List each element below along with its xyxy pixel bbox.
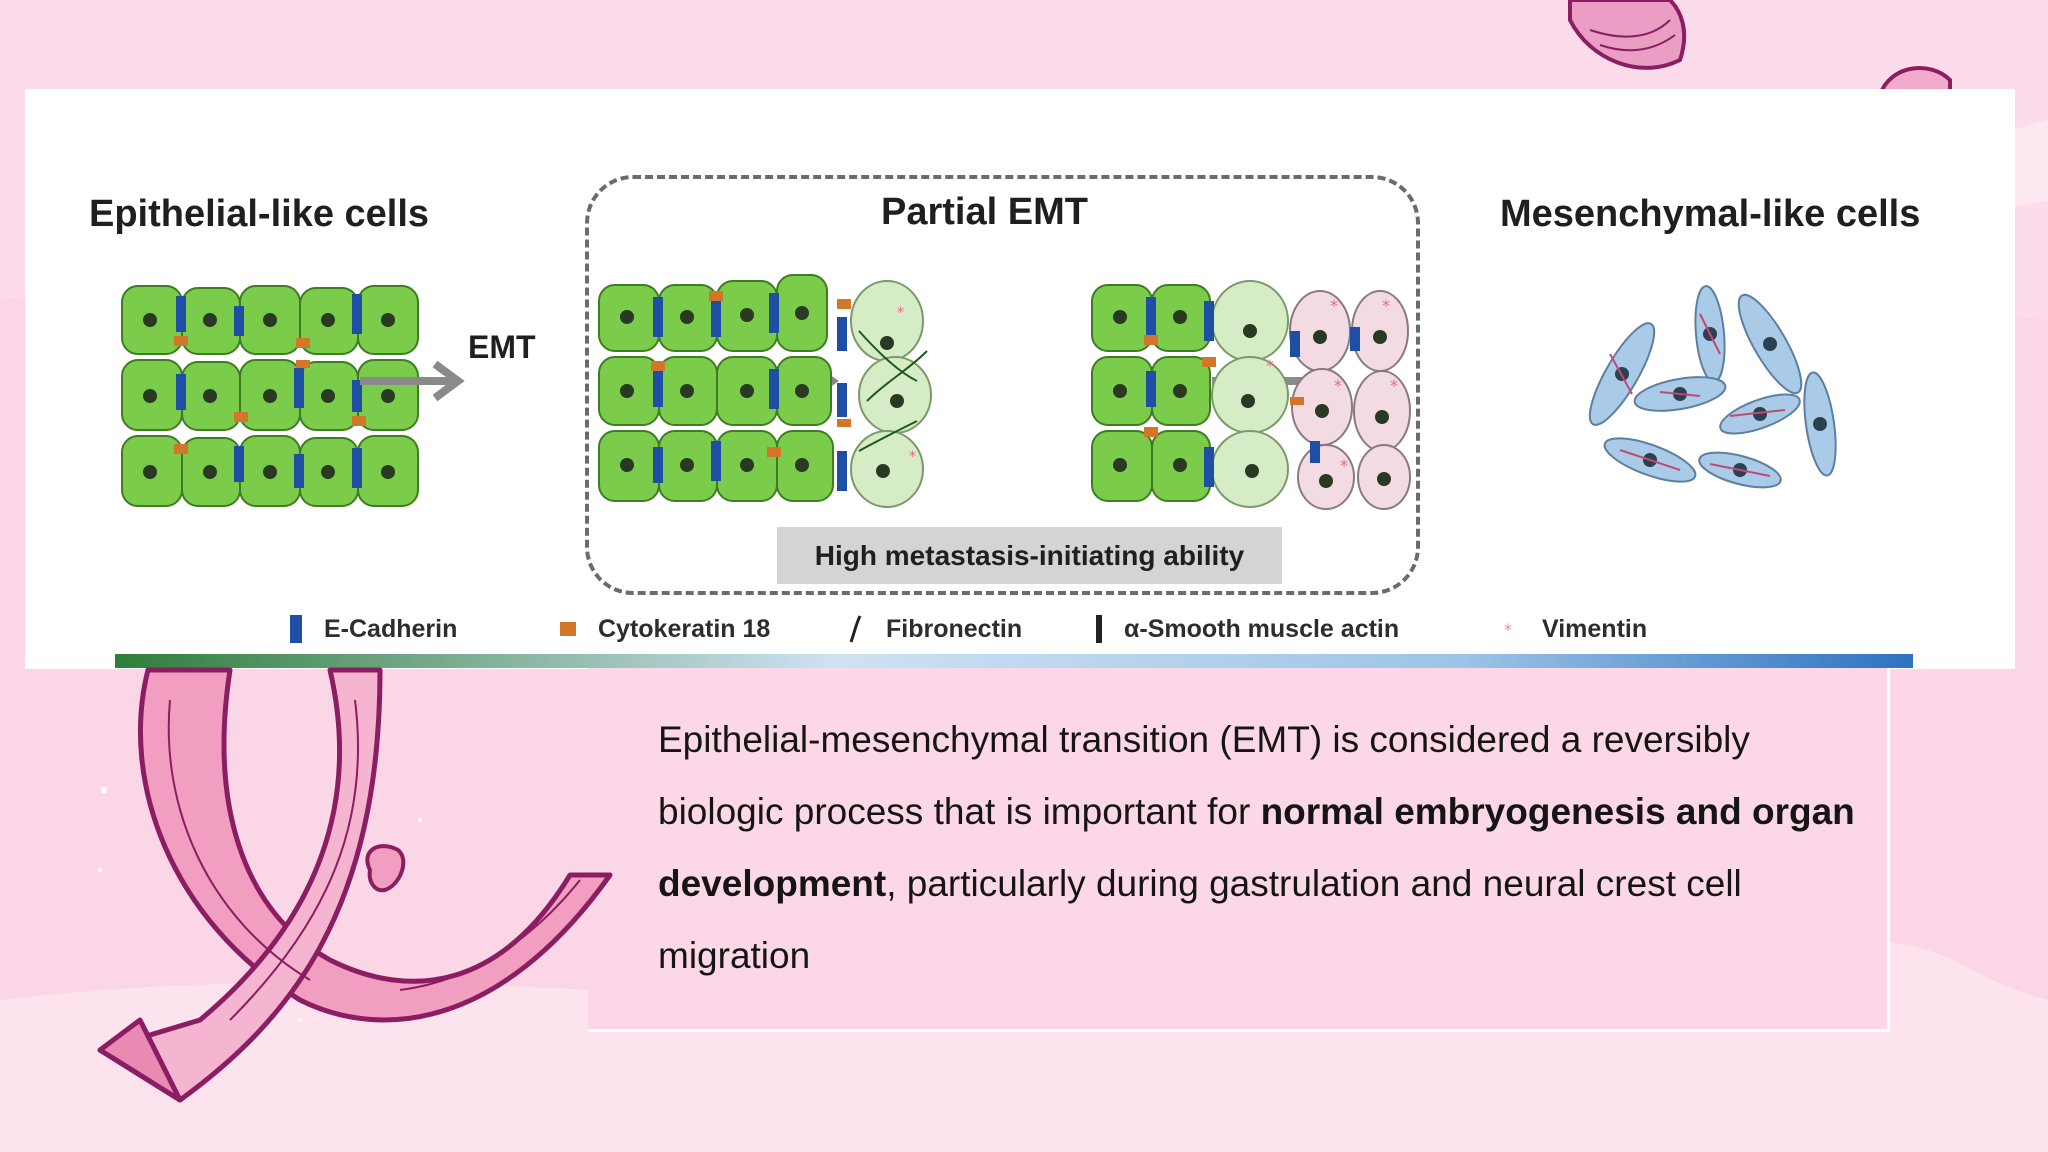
legend-label: Fibronectin [886,614,1023,643]
orange-square-icon [560,622,576,636]
petal-small-icon [1877,66,1952,97]
svg-text:*: * [1390,376,1398,395]
description-card: Epithelial-mesenchymal transition (EMT) … [588,668,1890,1032]
svg-text:*: * [1266,356,1274,375]
svg-text:*: * [1330,296,1338,315]
epithelial-cell-cluster [121,285,419,507]
description-part-1: Epithelial-mesenchymal transition (EMT) … [658,719,1750,832]
svg-text:*: * [909,449,916,465]
legend-item-cytokeratin: Cytokeratin 18 [560,609,770,649]
pink-star-icon: * [1504,620,1512,639]
description-part-2: , particularly during gastrulation and n… [658,863,1742,976]
emt-figure: Epithelial-like cells Partial EMT Mesenc… [25,89,2015,669]
emt-arrow-label: EMT [468,329,536,365]
legend-item-sma: α-Smooth muscle actin [1096,609,1399,649]
petal-icon [1568,0,1687,70]
svg-text:*: * [1334,376,1342,395]
description-text: Epithelial-mesenchymal transition (EMT) … [658,704,1858,992]
legend-label: E-Cadherin [324,614,458,643]
partial-emt-cluster-1: ** [598,274,932,508]
description-bold: normal embryogenesis and organ developme… [658,791,1855,904]
heading-mesenchymal: Mesenchymal-like cells [1500,193,1921,235]
legend-item-e-cadherin: E-Cadherin [290,609,457,649]
svg-text:*: * [1382,296,1390,315]
legend-item-fibronectin: Fibronectin [848,609,1022,649]
high-metastasis-label: High metastasis-initiating ability [777,527,1282,584]
svg-text:*: * [1340,456,1348,475]
partial-emt-cluster-2: * * * * * * [1091,280,1411,510]
gradient-bar [115,654,1913,668]
legend-label: Cytokeratin 18 [598,614,771,643]
slash-icon [849,615,862,643]
legend-item-vimentin: * Vimentin [1502,609,1647,649]
legend-label: Vimentin [1542,614,1648,643]
black-bar-icon [1096,615,1102,643]
svg-text:*: * [897,305,904,321]
partial-emt-box [585,175,1420,595]
heading-epithelial: Epithelial-like cells [89,193,430,235]
heading-partial-emt: Partial EMT [881,191,1088,233]
awareness-ribbon-icon [97,667,613,1103]
blue-bar-icon [290,615,302,643]
svg-text:*: * [1504,620,1512,639]
legend-label: α-Smooth muscle actin [1124,614,1400,643]
mesenchymal-cells [1588,285,1837,489]
